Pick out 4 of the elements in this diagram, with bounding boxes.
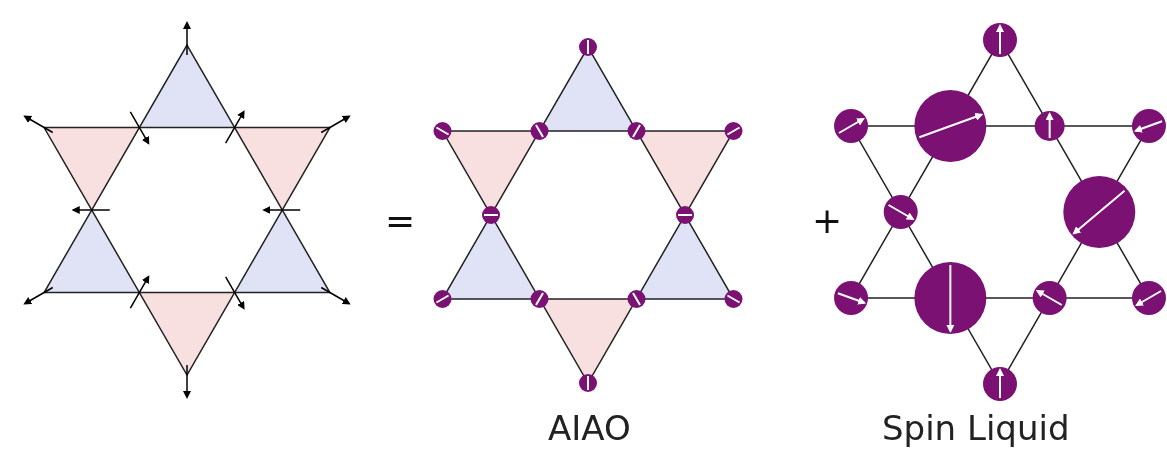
equals-sign: =: [385, 200, 416, 241]
caption: Spin Liquid: [882, 408, 1070, 448]
caption: AIAO: [548, 408, 631, 448]
plus-sign: +: [812, 200, 843, 241]
